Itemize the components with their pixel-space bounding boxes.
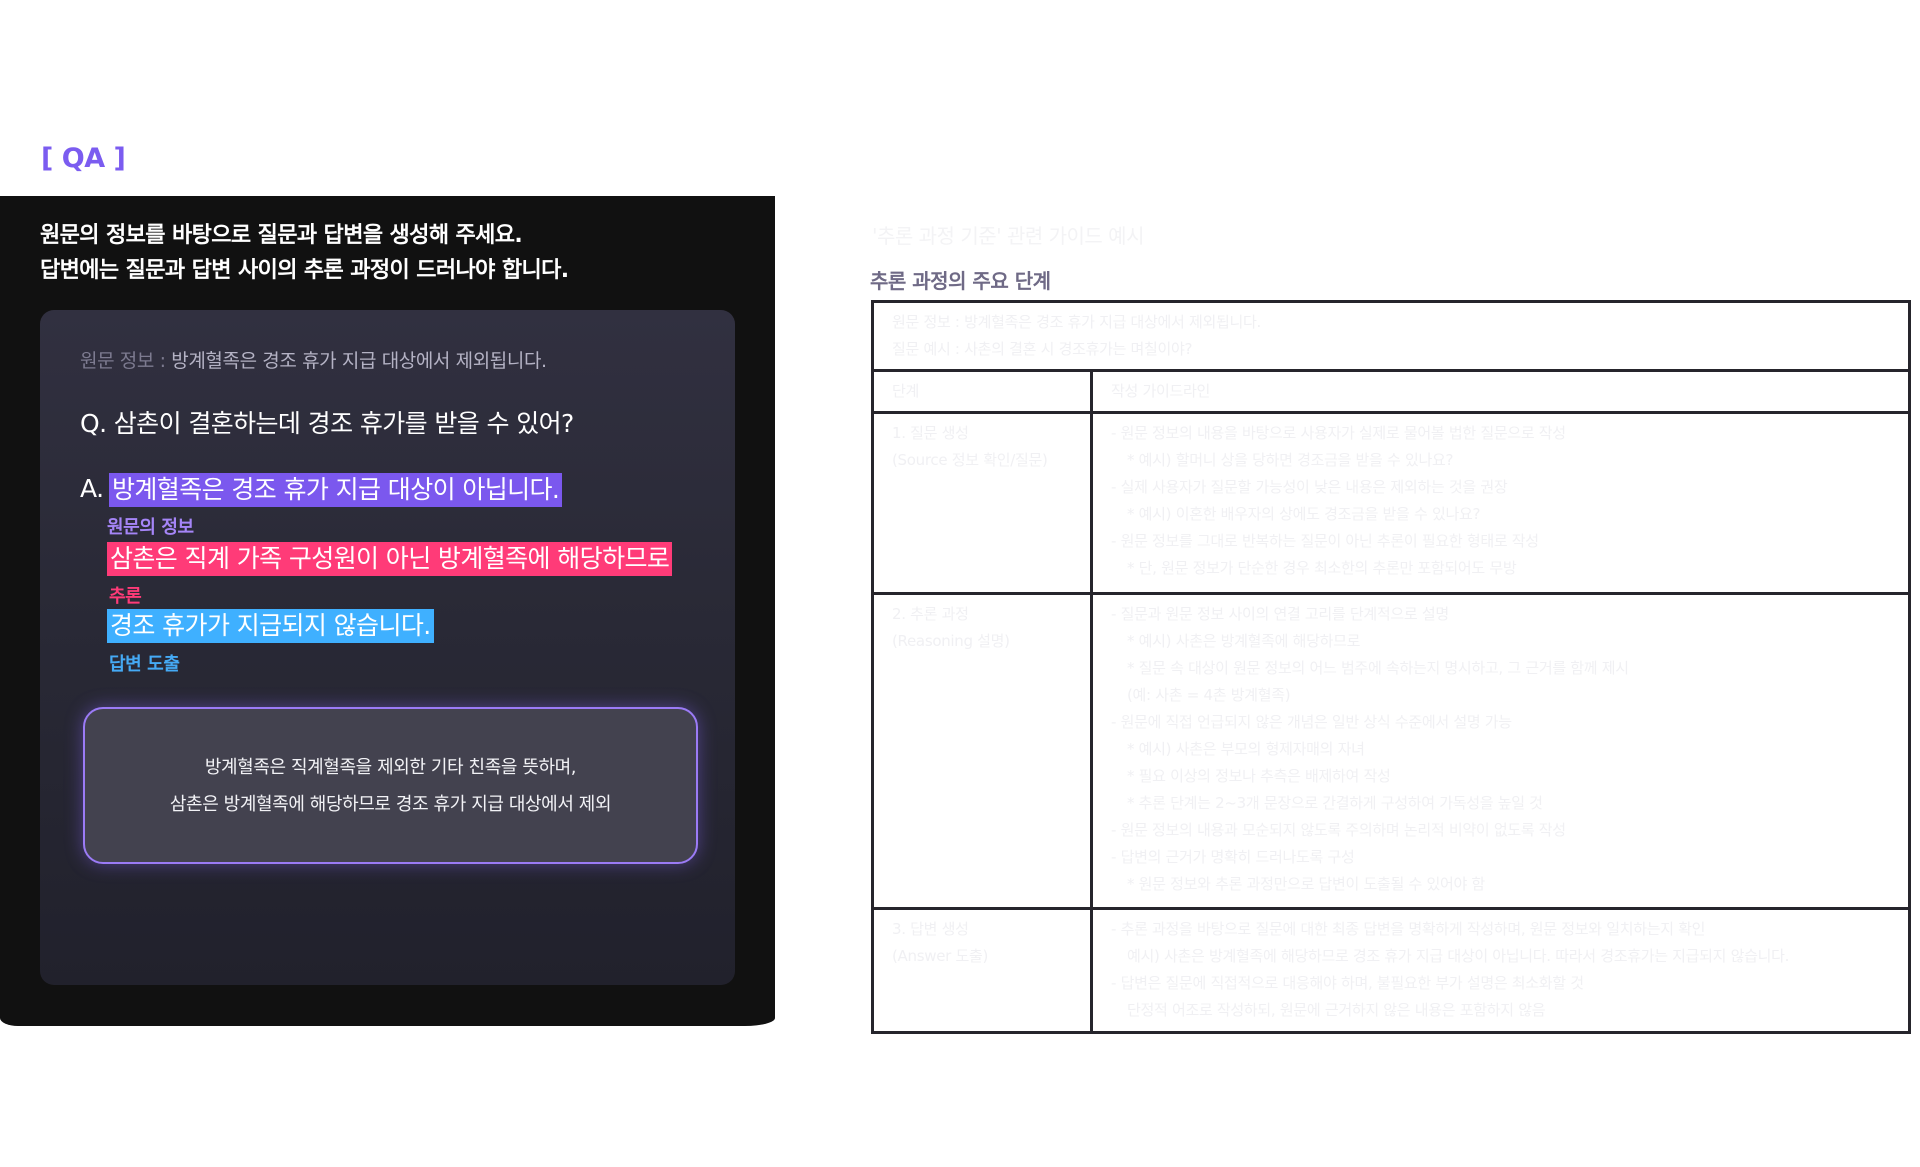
guideline-line: - 질문과 원문 정보 사이의 연결 고리를 단계적으로 설명	[1111, 605, 1449, 623]
step-sublabel: (Source 정보 확인/질문)	[892, 451, 1048, 469]
table-intro-cell: 원문 정보 : 방계혈족은 경조 휴가 지급 대상에서 제외됩니다. 질문 예시…	[871, 300, 1911, 372]
question-text: Q. 삼촌이 결혼하는데 경조 휴가를 받을 수 있어?	[80, 409, 574, 438]
answer-segment-source-info: 방계혈족은 경조 휴가 지급 대상이 아닙니다.	[109, 473, 563, 507]
guideline-line: - 추론 과정을 바탕으로 질문에 대한 최종 답변을 명확하게 작성하며, 원…	[1111, 920, 1706, 938]
reasoning-summary-box: 방계혈족은 직계혈족을 제외한 기타 친족을 뜻하며, 삼촌은 방계혈족에 해당…	[83, 707, 698, 864]
guideline-line: - 원문 정보를 그대로 반복하는 질문이 아닌 추론이 필요한 형태로 작성	[1111, 532, 1539, 550]
guideline-cell: - 추론 과정을 바탕으로 질문에 대한 최종 답변을 명확하게 작성하며, 원…	[1090, 907, 1911, 1034]
instruction-heading: 원문의 정보를 바탕으로 질문과 답변을 생성해 주세요. 답변에는 질문과 답…	[40, 218, 740, 288]
summary-line-2: 삼촌은 방계혈족에 해당하므로 경조 휴가 지급 대상에서 제외	[169, 793, 612, 815]
answer-segment-conclusion: 경조 휴가가 지급되지 않습니다.	[107, 609, 434, 643]
intro-line: 원문 정보 : 방계혈족은 경조 휴가 지급 대상에서 제외됩니다.	[892, 313, 1261, 331]
table-header-row: 단계 작성 가이드라인	[871, 369, 1911, 414]
step-cell: 3. 답변 생성 (Answer 도출)	[871, 907, 1093, 1034]
section-label-qa: [ QA ]	[41, 143, 126, 174]
guideline-cell: - 원문 정보의 내용을 바탕으로 사용자가 실제로 물어볼 법한 질문으로 작…	[1090, 411, 1911, 595]
guideline-line: * 예시) 사촌은 방계혈족에 해당하므로	[1127, 632, 1361, 650]
table-intro-row: 원문 정보 : 방계혈족은 경조 휴가 지급 대상에서 제외됩니다. 질문 예시…	[871, 300, 1911, 372]
header-step: 단계	[871, 369, 1093, 414]
guideline-line: * 질문 속 대상이 원문 정보의 어느 범주에 속하는지 명시하고, 그 근거…	[1127, 659, 1629, 677]
guideline-line: - 원문에 직접 언급되지 않은 개념은 일반 상식 수준에서 설명 가능	[1111, 713, 1512, 731]
step-cell: 1. 질문 생성 (Source 정보 확인/질문)	[871, 411, 1093, 595]
instruction-line-2: 답변에는 질문과 답변 사이의 추론 과정이 드러나야 합니다.	[40, 258, 569, 283]
guideline-line: - 원문 정보의 내용을 바탕으로 사용자가 실제로 물어볼 법한 질문으로 작…	[1111, 424, 1566, 442]
qa-example-card	[40, 310, 735, 985]
step-label: 3. 답변 생성	[892, 920, 969, 938]
summary-line-1: 방계혈족은 직계혈족을 제외한 기타 친족을 뜻하며,	[204, 756, 577, 778]
step-label: 1. 질문 생성	[892, 424, 969, 442]
guideline-line: * 예시) 이혼한 배우자의 상에도 경조금을 받을 수 있나요?	[1127, 505, 1481, 523]
instruction-line-1: 원문의 정보를 바탕으로 질문과 답변을 생성해 주세요.	[40, 223, 523, 248]
guideline-line: 단정적 어조로 작성하되, 원문에 근거하지 않은 내용은 포함하지 않음	[1127, 1001, 1546, 1019]
source-info: 원문 정보 : 방계혈족은 경조 휴가 지급 대상에서 제외됩니다.	[80, 346, 547, 373]
segment-tag-conclusion: 답변 도출	[109, 654, 180, 675]
guideline-line: - 원문 정보의 내용과 모순되지 않도록 주의하며 논리적 비약이 없도록 작…	[1111, 821, 1566, 839]
guideline-line: * 단, 원문 정보가 단순한 경우 최소한의 추론만 포함되어도 무방	[1127, 559, 1517, 577]
guide-example-title: '추론 과정 기준' 관련 가이드 예시	[872, 224, 1144, 248]
step-sublabel: (Answer 도출)	[892, 947, 989, 965]
segment-tag-reasoning: 추론	[109, 586, 142, 607]
guideline-line: * 예시) 사촌은 부모의 형제자매의 자녀	[1127, 740, 1365, 758]
guideline-line: - 답변의 근거가 명확히 드러나도록 구성	[1111, 848, 1355, 866]
table-row: 1. 질문 생성 (Source 정보 확인/질문) - 원문 정보의 내용을 …	[871, 411, 1911, 595]
step-label: 2. 추론 과정	[892, 605, 969, 623]
source-info-value: 방계혈족은 경조 휴가 지급 대상에서 제외됩니다.	[171, 350, 547, 372]
step-cell: 2. 추론 과정 (Reasoning 설명)	[871, 592, 1093, 910]
answer-prefix: A.	[80, 474, 104, 503]
guideline-cell: - 질문과 원문 정보 사이의 연결 고리를 단계적으로 설명 * 예시) 사촌…	[1090, 592, 1911, 910]
segment-tag-source-info: 원문의 정보	[107, 517, 194, 538]
header-guideline: 작성 가이드라인	[1090, 369, 1911, 414]
guideline-line: * 추론 단계는 2~3개 문장으로 간결하게 구성하여 가독성을 높일 것	[1127, 794, 1543, 812]
guideline-line: (예: 사촌 = 4촌 방계혈족)	[1127, 686, 1291, 704]
answer-segment-reasoning: 삼촌은 직계 가족 구성원이 아닌 방계혈족에 해당하므로	[107, 542, 673, 576]
table-row: 2. 추론 과정 (Reasoning 설명) - 질문과 원문 정보 사이의 …	[871, 592, 1911, 910]
table-row: 3. 답변 생성 (Answer 도출) - 추론 과정을 바탕으로 질문에 대…	[871, 907, 1911, 1034]
guideline-line: * 필요 이상의 정보나 추측은 배제하여 작성	[1127, 767, 1391, 785]
reasoning-steps-title: 추론 과정의 주요 단계	[870, 269, 1051, 293]
intro-line: 질문 예시 : 사촌의 결혼 시 경조휴가는 며칠이야?	[892, 340, 1193, 358]
guideline-line: * 원문 정보와 추론 과정만으로 답변이 도출될 수 있어야 함	[1127, 875, 1485, 893]
source-info-key: 원문 정보 :	[80, 350, 172, 372]
guideline-line: 예시) 사촌은 방계혈족에 해당하므로 경조 휴가 지급 대상이 아닙니다. 따…	[1127, 947, 1790, 965]
step-sublabel: (Reasoning 설명)	[892, 632, 1010, 650]
guideline-line: - 실제 사용자가 질문할 가능성이 낮은 내용은 제외하는 것을 권장	[1111, 478, 1508, 496]
guideline-line: * 예시) 할머니 상을 당하면 경조금을 받을 수 있나요?	[1127, 451, 1454, 469]
guideline-line: - 답변은 질문에 직접적으로 대응해야 하며, 불필요한 부가 설명은 최소화…	[1111, 974, 1584, 992]
reasoning-guide-table: 원문 정보 : 방계혈족은 경조 휴가 지급 대상에서 제외됩니다. 질문 예시…	[871, 300, 1911, 1034]
